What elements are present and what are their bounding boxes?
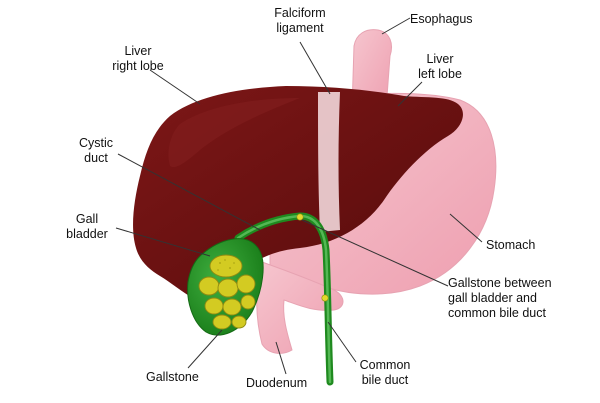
leader-gallstone — [187, 329, 223, 369]
label-common-line1: Common — [359, 358, 411, 372]
bile-duct-inner — [236, 214, 332, 384]
duodenum-shape — [256, 261, 344, 354]
label-liver-left-line2: left lobe — [418, 67, 462, 81]
label-liver-right-line1: Liver — [124, 44, 152, 58]
esophagus-shape — [351, 29, 392, 111]
label-gallstone: Gallstone — [146, 370, 199, 384]
leader-gall-bladder — [115, 227, 211, 257]
label-cystic-duct: Cystic duct — [64, 136, 128, 166]
label-liver-left-lobe: Liver left lobe — [404, 52, 476, 82]
label-liver-right-line2: right lobe — [112, 59, 164, 73]
label-liver-left-line1: Liver — [426, 52, 454, 66]
label-liver-right-lobe: Liver right lobe — [96, 44, 180, 74]
label-falciform-line2: ligament — [276, 21, 324, 35]
leader-esophagus — [381, 17, 411, 35]
label-gallstone-between: Gallstone between gall bladder and commo… — [448, 276, 552, 321]
leader-common-bile-duct — [327, 321, 357, 363]
falciform-ligament-shape — [318, 92, 340, 232]
label-duodenum: Duodenum — [246, 376, 308, 390]
label-between-line1: Gallstone between — [448, 276, 552, 290]
label-gall-bladder: Gall bladder — [54, 212, 120, 242]
label-common-bile-duct: Common bile duct — [348, 358, 422, 388]
label-esophagus: Esophagus — [410, 12, 473, 26]
liver-highlight — [168, 98, 300, 168]
leader-duodenum — [275, 341, 287, 375]
leader-liver-right — [149, 69, 201, 105]
gallstone-texture — [217, 259, 235, 271]
label-between-line3: common bile duct — [448, 306, 546, 320]
label-common-line2: bile duct — [361, 373, 409, 387]
leader-stomach — [449, 213, 483, 243]
label-gall-line2: bladder — [66, 227, 108, 241]
label-stomach: Stomach — [486, 238, 536, 252]
label-between-line2: gall bladder and — [448, 291, 537, 305]
label-cystic-line2: duct — [84, 151, 108, 165]
leader-gallstone-between — [301, 219, 449, 287]
label-falciform-ligament: Falciform ligament — [254, 6, 346, 36]
leader-falciform — [299, 41, 331, 95]
gallstones-cluster — [198, 254, 256, 330]
label-gall-line1: Gall — [75, 212, 99, 226]
label-falciform-line1: Falciform — [274, 6, 326, 20]
leader-liver-left — [397, 81, 423, 107]
duct-gallstone — [321, 294, 329, 302]
label-cystic-line1: Cystic — [78, 136, 114, 150]
leader-cystic — [117, 153, 261, 231]
duct-gallstone — [296, 213, 304, 221]
